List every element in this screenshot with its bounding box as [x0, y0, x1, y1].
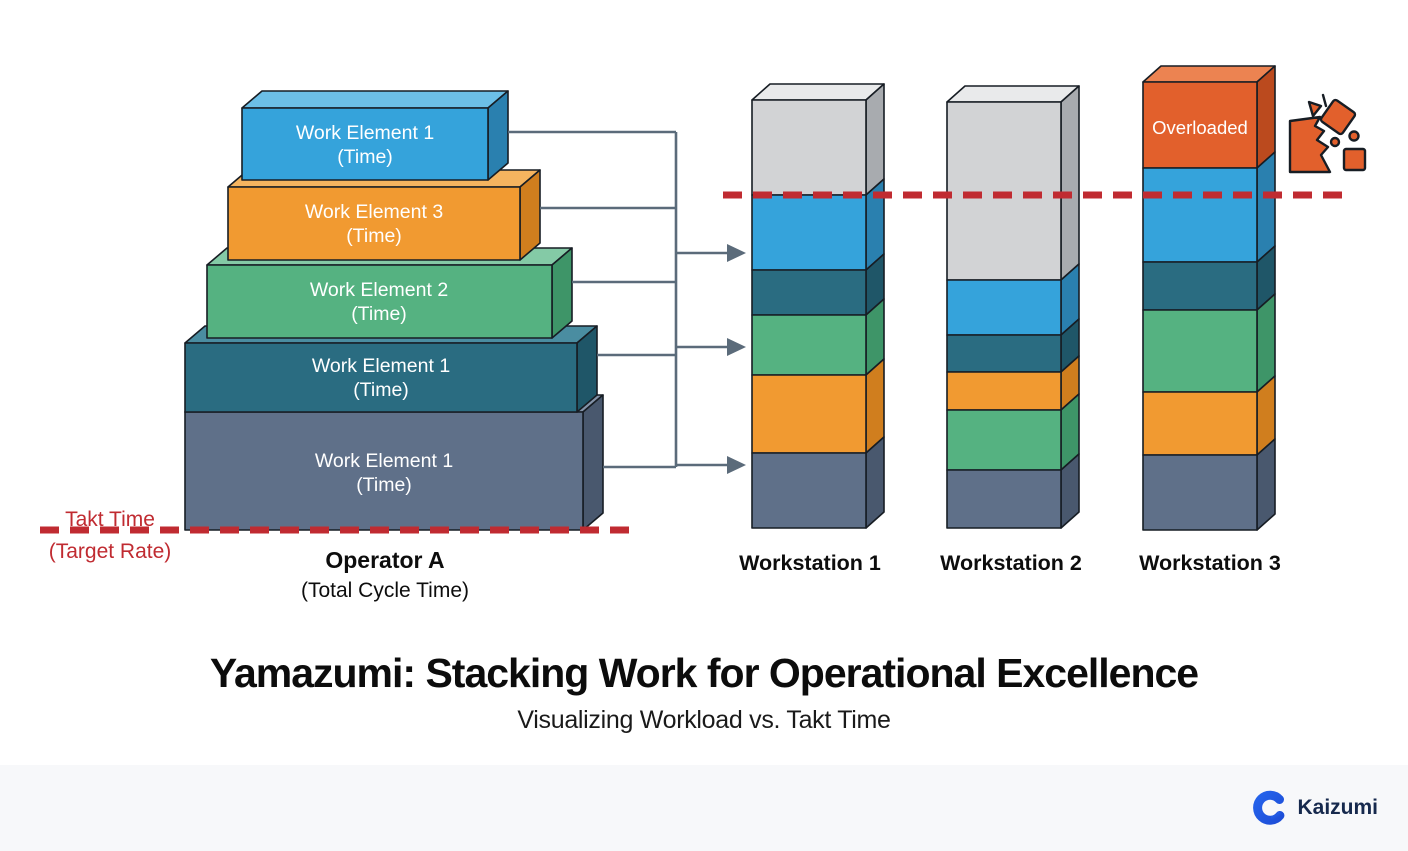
operator-block-orange: Work Element 3 (Time): [227, 169, 541, 261]
overload-break-icon: [1288, 93, 1367, 174]
workstation-3-column: Overloaded: [1142, 65, 1276, 531]
block-sublabel: (Time): [337, 146, 393, 168]
operator-block-green: Work Element 2 (Time): [206, 247, 573, 339]
connector-arrow: [676, 244, 746, 262]
connector-arrow: [676, 456, 746, 474]
takt-time-label: Takt Time: [65, 508, 155, 531]
workstation-2-column: [946, 85, 1080, 529]
workstation-3-label: Workstation 3: [1139, 551, 1281, 575]
segment-empty: [946, 101, 1062, 281]
block-sublabel: (Time): [346, 225, 402, 247]
segment-overload: [1142, 81, 1258, 169]
segment-orange: [751, 374, 867, 454]
block-label: Work Element 1: [315, 450, 453, 472]
block-label: Work Element 3: [305, 201, 443, 223]
arrowhead-icon: [727, 338, 746, 356]
segment-orange: [946, 371, 1062, 411]
block-sublabel: (Time): [351, 303, 407, 325]
segment-blue: [1142, 167, 1258, 263]
page-subtitle: Visualizing Workload vs. Takt Time: [517, 706, 891, 734]
segment-blue: [751, 194, 867, 271]
target-rate-label: (Target Rate): [49, 540, 172, 563]
segment-teal: [1142, 261, 1258, 311]
segment-empty: [751, 99, 867, 196]
segment-green: [1142, 309, 1258, 393]
segment-teal: [946, 334, 1062, 373]
connector-lines: [508, 130, 746, 474]
operator-block-teal: Work Element 1 (Time): [184, 325, 598, 413]
operator-caption: Operator A: [325, 547, 444, 573]
arrowhead-icon: [727, 456, 746, 474]
title-block: Yamazumi: Stacking Work for Operational …: [0, 650, 1408, 735]
segment-blue: [946, 279, 1062, 336]
block-sublabel: (Time): [353, 379, 409, 401]
segment-teal: [751, 269, 867, 316]
segment-orange: [1142, 391, 1258, 456]
page-title: Yamazumi: Stacking Work for Operational …: [209, 650, 1199, 696]
workstation-1-label: Workstation 1: [739, 551, 881, 575]
block-sublabel: (Time): [356, 474, 412, 496]
operator-stack: Work Element 1 (Time) Work Element 1 (Ti…: [184, 90, 604, 531]
brand-name: Kaizumi: [1297, 796, 1378, 819]
footer-bar: Kaizumi: [0, 765, 1408, 851]
operator-block-blue: Work Element 1 (Time): [241, 90, 509, 181]
segment-green: [751, 314, 867, 376]
segment-slate: [751, 452, 867, 529]
yamazumi-diagram: Work Element 1 (Time) Work Element 1 (Ti…: [40, 65, 1367, 602]
segment-slate: [1142, 454, 1258, 531]
block-label: Work Element 1: [312, 355, 450, 377]
connector-arrow: [676, 338, 746, 356]
block-label: Work Element 1: [296, 122, 434, 144]
operator-block-slate: Work Element 1 (Time): [184, 394, 604, 531]
workstation-1-column: [751, 83, 885, 529]
overloaded-label: Overloaded: [1152, 117, 1248, 138]
arrowhead-icon: [727, 244, 746, 262]
operator-subcaption: (Total Cycle Time): [301, 579, 469, 602]
workstation-2-label: Workstation 2: [940, 551, 1082, 575]
segment-slate: [946, 469, 1062, 529]
segment-green: [946, 409, 1062, 471]
block-label: Work Element 2: [310, 279, 448, 301]
kaizumi-logo-icon: [1253, 790, 1285, 825]
